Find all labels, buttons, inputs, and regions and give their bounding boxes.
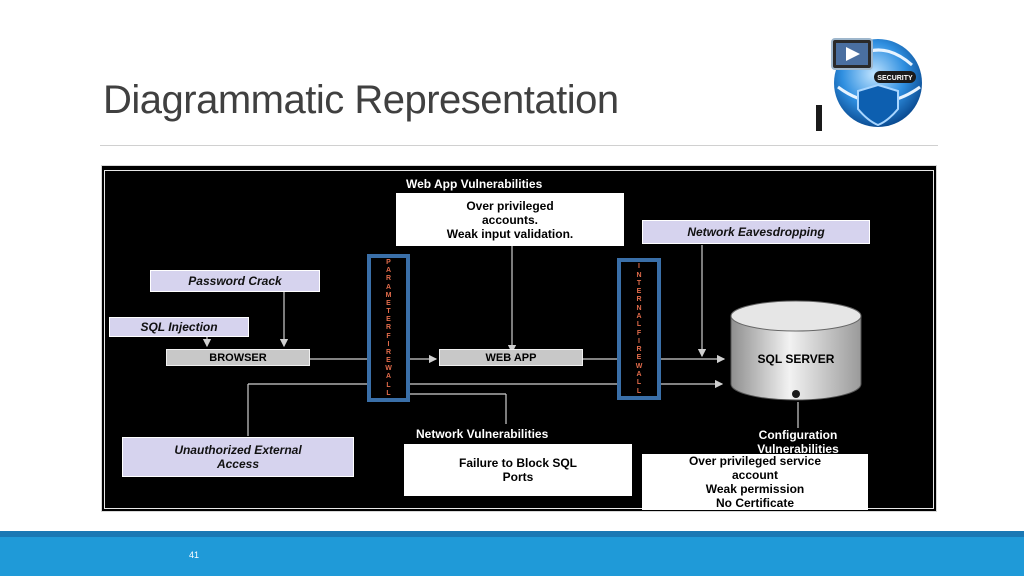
web-app-vulnerabilities-heading: Web App Vulnerabilities	[406, 177, 543, 191]
browser-node: BROWSER	[166, 349, 310, 366]
internal-firewall: I N T E R N A L F I R E W A L L	[617, 258, 661, 400]
sql-injection-label: SQL Injection	[109, 317, 249, 337]
security-logo: SECURITY	[816, 38, 922, 131]
footer-band	[0, 531, 1024, 576]
sql-server-cylinder	[730, 300, 862, 401]
title-divider	[100, 145, 938, 146]
page-number: 41	[189, 550, 200, 560]
unauthorized-external-access-label: Unauthorized External Access	[122, 437, 354, 477]
web-app-vuln-line-1: Over privileged	[466, 198, 554, 213]
footer-stripe	[0, 531, 1024, 537]
sql-server-label: SQL SERVER	[757, 352, 835, 366]
web-app-vuln-line-3: Weak input validation.	[446, 226, 574, 241]
slide-title: Diagrammatic Representation	[103, 78, 619, 122]
diagram-panel: Web App Vulnerabilities Over privileged …	[101, 165, 937, 512]
web-app-vuln-line-2: accounts.	[481, 212, 538, 227]
network-vulnerabilities-box: Failure to Block SQL Ports	[404, 444, 632, 496]
configuration-vulnerabilities-box: Over privileged service account Weak per…	[642, 454, 868, 510]
web-app-vulnerabilities-box: Over privileged accounts. Weak input val…	[396, 193, 624, 246]
diagram-frame	[104, 170, 934, 509]
parameter-firewall: P A R A M E T E R F I R E W A L L	[367, 254, 410, 402]
password-crack-label: Password Crack	[150, 270, 320, 292]
logo-text: SECURITY	[877, 75, 913, 82]
configuration-vulnerabilities-heading: Configuration Vulnerabilities	[757, 428, 839, 456]
web-app-node: WEB APP	[439, 349, 583, 366]
network-eavesdropping-label: Network Eavesdropping	[642, 220, 870, 244]
network-vulnerabilities-heading: Network Vulnerabilities	[416, 427, 549, 441]
